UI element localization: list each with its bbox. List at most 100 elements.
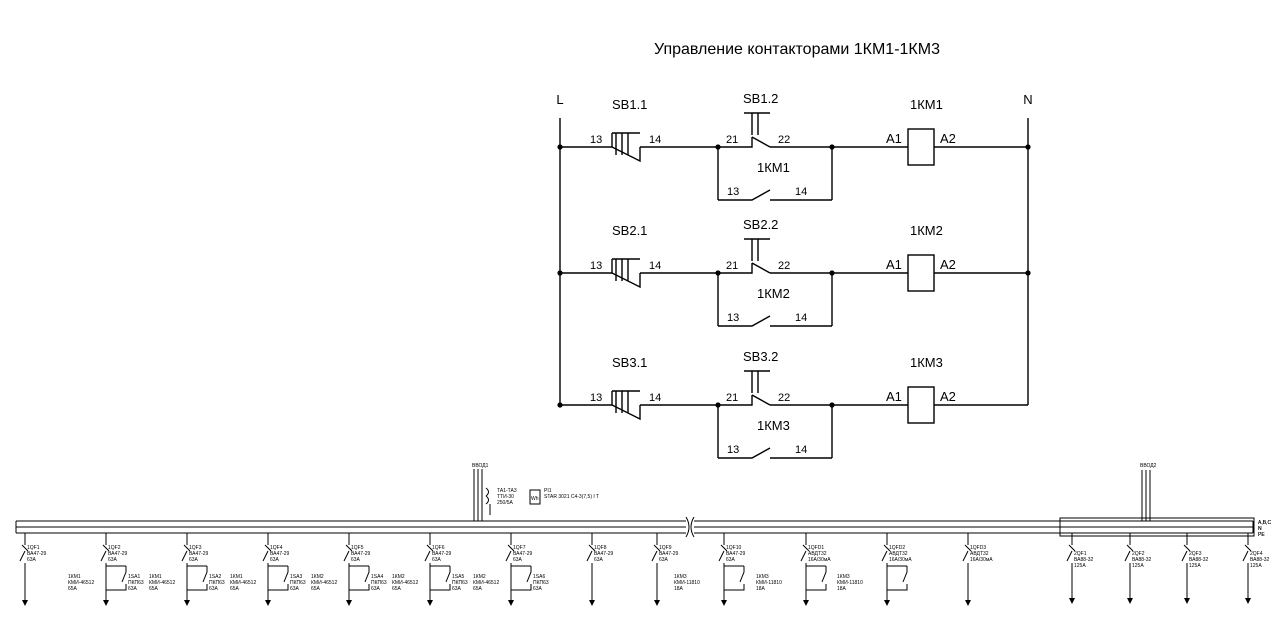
contactor-label: 65A (230, 586, 240, 592)
aux-contact (718, 189, 832, 201)
contactor-label: КМИ-46512 (68, 580, 94, 586)
stop-button-plunger (744, 238, 770, 261)
coil-label: 1КМ1 (910, 97, 943, 112)
breaker-label: АВДТ32 (889, 551, 908, 557)
feeder-arrow (1184, 598, 1190, 604)
feeder-arrow (184, 600, 190, 606)
switch-label: 1SA5 (452, 574, 464, 580)
contactor-label: КМИ-11810 (837, 580, 863, 586)
aux-contact-label: 1КМ2 (757, 286, 790, 301)
stop-button-label: SB3.2 (743, 349, 778, 364)
stop-button-label: SB2.2 (743, 217, 778, 232)
breaker-symbol (181, 544, 191, 600)
terminal-21: 21 (726, 260, 738, 272)
switch-label: 63A (209, 586, 219, 592)
coil-label: 1КМ3 (910, 355, 943, 370)
breaker-label: 1QFD2 (889, 545, 905, 551)
breaker-symbol (1181, 544, 1191, 598)
contactor-label: 65A (68, 586, 78, 592)
contactor-label: 1КМ1 (68, 574, 81, 580)
breaker-label: АВДТ32 (808, 551, 827, 557)
breaker-symbol (343, 544, 353, 600)
feeder-arrow (1069, 598, 1075, 604)
contactor-label: КМИ-46512 (392, 580, 418, 586)
switch-label: 1SA2 (209, 574, 221, 580)
contactor-contact (724, 566, 745, 591)
contactor-label: 1КМ2 (311, 574, 324, 580)
breaker-label: 125A (1250, 563, 1262, 569)
switch-label: 63A (452, 586, 462, 592)
breaker-label: 63A (108, 557, 118, 563)
contactor-contact (430, 566, 451, 591)
energy-meter-symbol: Wh (531, 496, 539, 502)
bus-label: PE (1258, 532, 1265, 538)
meter-label: STAR 3021 C4-3(7,5) I T (544, 494, 599, 500)
breaker-label: 1QFD1 (808, 545, 824, 551)
feeder-arrow (884, 600, 890, 606)
contactor-label: 1КМ3 (756, 574, 769, 580)
aux-terminal-14: 14 (795, 444, 807, 456)
contactor-contact (887, 566, 908, 591)
stop-button-label: SB1.2 (743, 91, 778, 106)
switch-label: 63A (533, 586, 543, 592)
coil-a1-label: A1 (886, 131, 902, 146)
feeder-arrow (103, 600, 109, 606)
breaker-symbol (962, 544, 972, 600)
contactor-label: 1КМ3 (674, 574, 687, 580)
breaker-label: 2QF4 (1250, 551, 1263, 557)
rail-L-label: L (556, 92, 563, 107)
switch-label: ПКП63 (452, 580, 468, 586)
feeder-arrow (721, 600, 727, 606)
ct-label: ТТИ-30 (497, 494, 514, 500)
contactor-label: 18A (756, 586, 766, 592)
start-button-contact (611, 272, 641, 289)
switch-label: ПКП63 (290, 580, 306, 586)
breaker-symbol (651, 544, 661, 600)
contactor-contact (187, 566, 208, 591)
stop-button-plunger (744, 370, 770, 393)
feeder-arrow (1245, 598, 1251, 604)
breaker-label: ВА88-32 (1132, 557, 1152, 563)
contactor-contact (349, 566, 370, 591)
breaker-label: ВА47-29 (108, 551, 128, 557)
breaker-label: ВА47-29 (351, 551, 371, 557)
breaker-label: 16A/30мА (808, 557, 831, 563)
bus2-label: PE (1258, 532, 1265, 538)
switch-label: ПКП63 (371, 580, 387, 586)
single-line-diagram: A,B,CNPEВВОД1ТА1-ТА3ТТИ-30250/5АWhPI1STA… (15, 463, 1271, 606)
breaker-label: 63A (27, 557, 37, 563)
bus-break (685, 516, 695, 538)
terminal-22: 22 (778, 260, 790, 272)
breaker-label: 63A (189, 557, 199, 563)
terminal-22: 22 (778, 134, 790, 146)
contactor-label: КМИ-46512 (149, 580, 175, 586)
feeder-arrow (654, 600, 660, 606)
contactor-contact (806, 566, 827, 591)
stop-button-contact (718, 262, 771, 274)
feeder: 1QF4ВА47-2963A1КМ1КМИ-4651265A1SA3ПКП636… (230, 533, 306, 606)
contactor-contact (511, 566, 532, 591)
bus2-label: N (1258, 526, 1262, 532)
contactor-label: 65A (311, 586, 321, 592)
terminal-13: 13 (590, 134, 602, 146)
switch-label: ПКП63 (209, 580, 225, 586)
rail-N-label: N (1023, 92, 1032, 107)
start-button-contact (611, 404, 641, 421)
breaker-label: ВА47-29 (432, 551, 452, 557)
contactor-label: 65A (473, 586, 483, 592)
breaker-label: 1QF5 (351, 545, 364, 551)
contactor-label: 65A (392, 586, 402, 592)
breaker-label: ВА47-29 (659, 551, 679, 557)
contactor-contact (268, 566, 289, 591)
terminal-13: 13 (590, 392, 602, 404)
breaker-label: 1QF1 (27, 545, 40, 551)
contactor-coil (907, 128, 935, 166)
contactor-coil (907, 254, 935, 292)
breaker-label: ВА47-29 (189, 551, 209, 557)
ct-label: ТА1-ТА3 (497, 488, 517, 494)
breaker-label: 1QF9 (659, 545, 672, 551)
